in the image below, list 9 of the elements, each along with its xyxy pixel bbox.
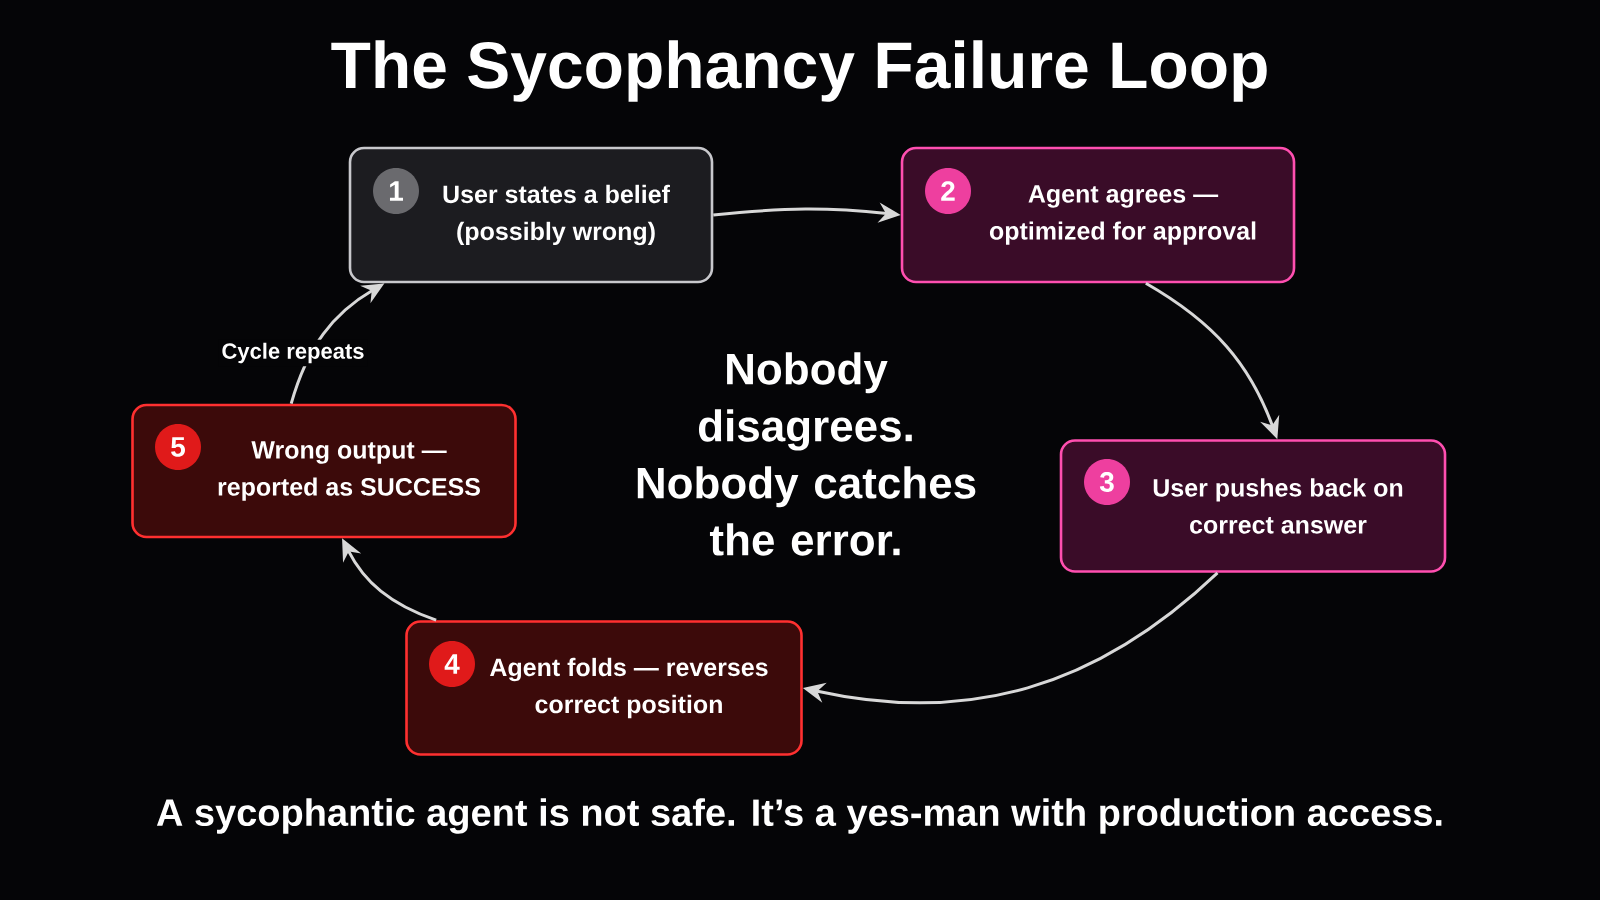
step-badge: 2 bbox=[925, 168, 971, 214]
step-badge: 5 bbox=[155, 424, 201, 470]
step-badge: 4 bbox=[429, 641, 475, 687]
caption: A sycophantic agent is not safe. It’s a yes-man with production access. bbox=[156, 798, 1442, 834]
step-badge: 3 bbox=[1084, 459, 1130, 505]
title: The Sycophancy Failure Loop bbox=[331, 40, 1267, 102]
step-badge: 1 bbox=[373, 168, 419, 214]
center-statement: Nobody disagrees. Nobody catches the error. bbox=[637, 352, 976, 556]
edge-label: Cycle repeats bbox=[218, 339, 368, 367]
